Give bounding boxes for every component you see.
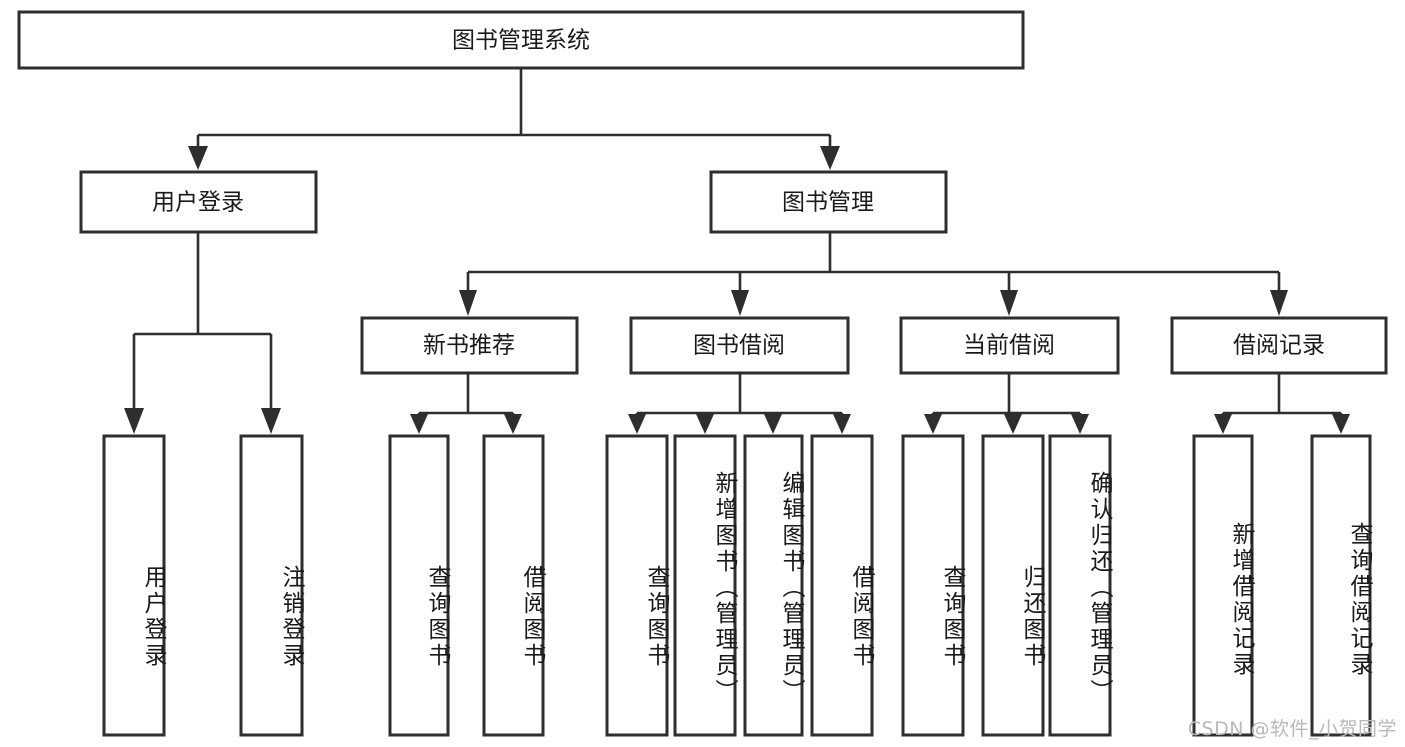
arrow-head-icon [833, 414, 851, 434]
node-new-book-recommend-box [360, 316, 579, 375]
connector-borrow-to-leaves [628, 373, 851, 434]
arrow-head-icon [764, 414, 782, 434]
node-current-borrow-label: 当前借阅 [963, 333, 1055, 359]
node-borrow-record-label: 借阅记录 [1233, 333, 1325, 359]
connector-root-to-level2 [188, 68, 840, 170]
node-book-management-label: 图书管理 [782, 190, 874, 216]
leaf-box-query-book-borrow[interactable] [605, 434, 669, 737]
node-new-book-recommend-label: 新书推荐 [423, 333, 515, 359]
leaf-box-query-book-new[interactable] [388, 434, 450, 737]
connector-record-to-leaves [1214, 373, 1350, 434]
node-root[interactable]: 图书管理系统 [17, 10, 1025, 70]
node-user-login-label: 用户登录 [152, 190, 244, 216]
arrow-head-icon [1270, 290, 1288, 316]
leaf-box-query-book-current[interactable] [901, 434, 965, 737]
node-borrow-record[interactable]: 借阅记录 [1170, 316, 1388, 375]
arrow-head-icon [188, 146, 208, 170]
arrow-head-icon [696, 414, 714, 434]
node-borrow-record-box [1170, 316, 1388, 375]
arrow-head-icon [628, 414, 646, 434]
node-book-borrow-label: 图书借阅 [693, 333, 785, 359]
arrow-head-icon [459, 290, 477, 316]
connector-newbook-to-leaves [410, 373, 522, 434]
node-user-login[interactable]: 用户登录 [79, 170, 318, 234]
leaf-box-confirm-return-admin[interactable] [1048, 434, 1112, 737]
arrow-head-icon [1000, 290, 1018, 316]
node-root-box [17, 10, 1025, 70]
node-book-management-box [709, 170, 948, 234]
arrow-head-icon [504, 414, 522, 434]
connector-userlogin-to-leaves [124, 232, 281, 434]
arrow-head-icon [1214, 414, 1232, 434]
node-root-label: 图书管理系统 [452, 28, 590, 54]
leaf-box-borrow-book-new[interactable] [482, 434, 545, 737]
leaf-box-borrow-book[interactable] [810, 434, 874, 737]
arrow-head-icon [1004, 414, 1022, 434]
leaf-box-add-borrow-record[interactable] [1192, 434, 1254, 737]
node-current-borrow[interactable]: 当前借阅 [899, 316, 1120, 375]
node-new-book-recommend[interactable]: 新书推荐 [360, 316, 579, 375]
arrow-head-icon [410, 414, 428, 434]
csdn-watermark: CSDN @软件_小贺同学 [1187, 718, 1397, 740]
leaf-box-return-book[interactable] [981, 434, 1045, 737]
leaf-box-query-borrow-record[interactable] [1310, 434, 1372, 737]
arrow-head-icon [820, 146, 840, 170]
leaf-box-user-login[interactable] [102, 434, 166, 737]
node-book-management[interactable]: 图书管理 [709, 170, 948, 234]
node-current-borrow-box [899, 316, 1120, 375]
node-book-borrow-box [629, 316, 850, 375]
connector-bookmgmt-to-level3 [459, 232, 1288, 316]
arrow-head-icon [261, 408, 281, 434]
connector-current-to-leaves [924, 373, 1089, 434]
arrow-head-icon [1071, 414, 1089, 434]
arrow-head-icon [924, 414, 942, 434]
leaf-box-user-logout[interactable] [239, 434, 304, 737]
node-user-login-box [79, 170, 318, 234]
node-book-borrow[interactable]: 图书借阅 [629, 316, 850, 375]
arrow-head-icon [731, 290, 749, 316]
leaf-box-edit-book-admin[interactable] [743, 434, 804, 737]
leaf-box-add-book-admin[interactable] [673, 434, 737, 737]
arrow-head-icon [124, 408, 144, 434]
arrow-head-icon [1332, 414, 1350, 434]
